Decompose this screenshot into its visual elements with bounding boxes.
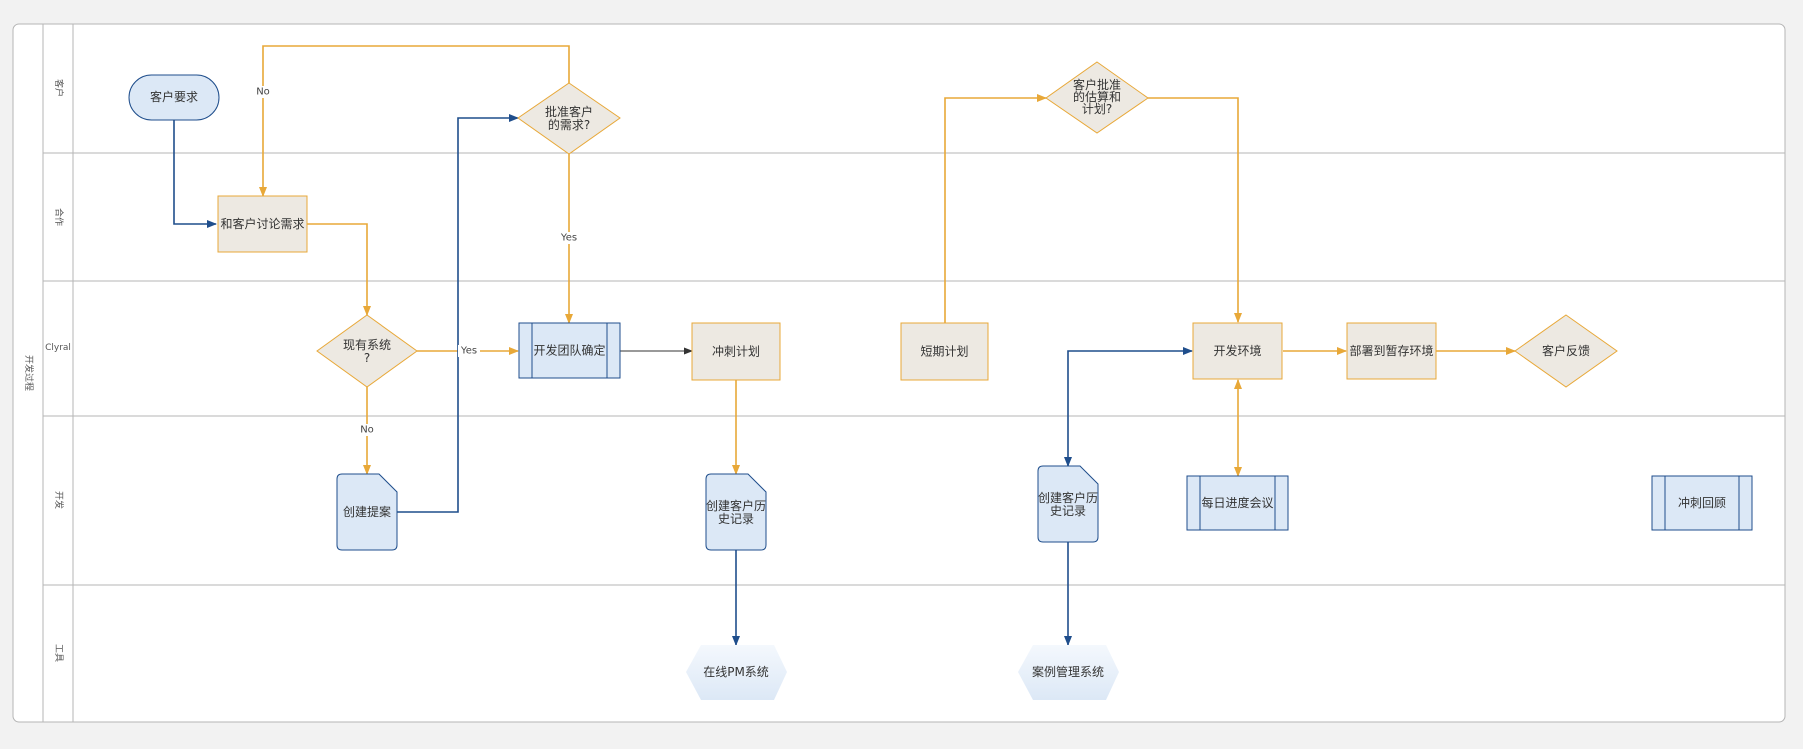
edge-label-no-top: No (256, 87, 270, 98)
node-customer-feedback-label: 客户反馈 (1542, 343, 1590, 358)
node-create-history-1-label-2: 史记录 (718, 512, 754, 526)
node-create-history-2-label-1: 创建客户历 (1038, 490, 1098, 505)
node-create-history-1[interactable]: 创建客户历 史记录 (705, 473, 767, 551)
node-discuss-requirements[interactable]: 和客户讨论需求 (217, 195, 308, 253)
lane-label-clyral: Clyral (45, 343, 71, 353)
lane-label-partner: 合作 (53, 208, 65, 226)
node-case-mgmt[interactable]: 案例管理系统 (1018, 645, 1119, 700)
pool-title: 开发过程 (23, 355, 35, 391)
node-create-history-2-label-2: 史记录 (1050, 504, 1086, 518)
node-dev-env-label: 开发环境 (1213, 343, 1261, 358)
edge-label-yes-right: Yes (460, 346, 477, 357)
edge-request-to-discuss[interactable] (173, 120, 217, 228)
node-create-proposal-label: 创建提案 (343, 504, 391, 519)
node-daily-standup-label: 每日进度会议 (1201, 495, 1273, 510)
edge-estimate-to-devenv[interactable] (1148, 97, 1242, 323)
edge-proposal-to-approve[interactable] (397, 114, 519, 513)
node-deploy-staging[interactable]: 部署到暂存环境 (1346, 322, 1437, 380)
node-approve-requirements-label-1: 批准客户 (545, 104, 593, 119)
node-case-mgmt-label: 案例管理系统 (1032, 664, 1104, 679)
node-sprint-plan[interactable]: 冲刺计划 (691, 322, 781, 381)
node-existing-system-label-2: ? (364, 351, 370, 365)
node-short-plan[interactable]: 短期计划 (900, 322, 989, 381)
node-existing-system[interactable]: 现有系统 ? (316, 314, 418, 388)
pool-frame (12, 23, 1786, 723)
edge-approve-no-loop[interactable] (259, 45, 570, 197)
node-sprint-review[interactable]: 冲刺回顾 (1651, 475, 1753, 531)
node-sprint-plan-label: 冲刺计划 (712, 344, 760, 359)
node-approve-requirements[interactable]: 批准客户 的需求? (517, 82, 621, 155)
node-approve-requirements-label-2: 的需求? (548, 117, 590, 132)
node-customer-request-label: 客户要求 (150, 89, 198, 104)
node-team-confirm[interactable]: 开发团队确定 (518, 322, 621, 379)
node-online-pm-label: 在线PM系统 (703, 665, 769, 679)
node-customer-request[interactable]: 客户要求 (128, 74, 220, 121)
node-create-history-1-label-1: 创建客户历 (706, 498, 766, 513)
edge-label-yes-mid: Yes (560, 233, 577, 244)
edge-labels: No Yes Yes No (254, 86, 580, 436)
node-deploy-staging-label: 部署到暂存环境 (1349, 343, 1433, 358)
node-create-proposal[interactable]: 创建提案 (336, 473, 398, 551)
node-daily-standup[interactable]: 每日进度会议 (1186, 475, 1289, 531)
node-create-history-2[interactable]: 创建客户历 史记录 (1037, 465, 1099, 543)
node-approve-estimate[interactable]: 客户批准 的估算和 计划? (1045, 61, 1149, 134)
edge-label-no-bottom: No (360, 425, 374, 436)
node-sprint-review-label: 冲刺回顾 (1678, 495, 1726, 510)
node-online-pm[interactable]: 在线PM系统 (686, 645, 787, 700)
lane-label-customer: 客户 (53, 79, 65, 97)
node-short-plan-label: 短期计划 (920, 345, 968, 359)
lane-label-tools: 工具 (53, 644, 64, 662)
edge-discuss-to-existing[interactable] (307, 223, 371, 316)
edge-short-to-estimate[interactable] (944, 94, 1047, 323)
lane-label-dev: 开发 (53, 491, 65, 509)
edge-devenv-history2[interactable] (1064, 347, 1193, 467)
node-discuss-requirements-label: 和客户讨论需求 (220, 216, 304, 231)
node-team-confirm-label: 开发团队确定 (533, 343, 605, 358)
node-approve-estimate-label-3: 计划? (1082, 102, 1112, 116)
node-approve-estimate-label-1: 客户批准 (1073, 77, 1121, 92)
pool: 开发过程 客户 合作 Clyral 开发 工具 (12, 23, 1786, 723)
node-dev-env[interactable]: 开发环境 (1192, 322, 1283, 380)
node-approve-estimate-label-2: 的估算和 (1073, 89, 1121, 104)
node-customer-feedback[interactable]: 客户反馈 (1514, 314, 1618, 388)
node-existing-system-label-1: 现有系统 (343, 338, 391, 352)
